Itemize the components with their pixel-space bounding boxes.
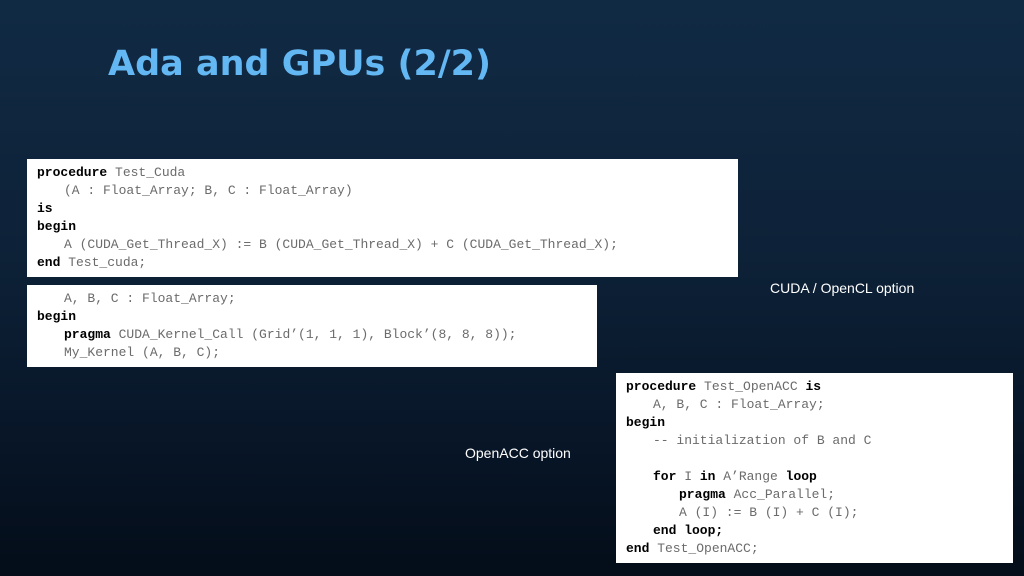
code-text: Test_cuda;: [60, 255, 147, 270]
code-text: Test_OpenACC: [696, 379, 806, 394]
code-keyword: for: [653, 469, 677, 484]
code-text: (A : Float_Array; B, C : Float_Array): [64, 183, 353, 198]
code-text: Test_Cuda: [107, 165, 186, 180]
code-keyword: is: [805, 379, 822, 394]
code-keyword: pragma: [679, 487, 726, 502]
code-keyword: begin: [37, 309, 77, 324]
code-keyword: begin: [37, 219, 77, 234]
code-line: procedure Test_OpenACC is: [626, 378, 1003, 396]
code-block-kernel-call: A, B, C : Float_Array; begin pragma CUDA…: [27, 285, 597, 367]
code-line: A (CUDA_Get_Thread_X) := B (CUDA_Get_Thr…: [37, 236, 728, 254]
code-text: A (CUDA_Get_Thread_X) := B (CUDA_Get_Thr…: [64, 237, 618, 252]
code-keyword: end: [37, 255, 61, 270]
code-block-openacc: procedure Test_OpenACC is A, B, C : Floa…: [616, 373, 1013, 563]
code-text: CUDA_Kernel_Call (Grid’(1, 1, 1), Block’…: [110, 327, 517, 342]
code-text: My_Kernel (A, B, C);: [64, 345, 221, 360]
code-line: A, B, C : Float_Array;: [626, 396, 1003, 414]
code-text: I: [676, 469, 700, 484]
code-text: A, B, C : Float_Array;: [653, 397, 825, 412]
code-text: A, B, C : Float_Array;: [64, 291, 236, 306]
code-keyword: loop: [785, 469, 817, 484]
code-line-blank: [626, 450, 1003, 468]
code-line: end loop;: [626, 522, 1003, 540]
code-line: for I in A’Range loop: [626, 468, 1003, 486]
code-line: end Test_cuda;: [37, 254, 728, 272]
code-line: begin: [37, 308, 587, 326]
code-text: A’Range: [715, 469, 786, 484]
caption-cuda-opencl-option: CUDA / OpenCL option: [770, 280, 915, 296]
code-line: begin: [37, 218, 728, 236]
code-block-cuda: procedure Test_Cuda (A : Float_Array; B,…: [27, 159, 738, 277]
code-text: A (I) := B (I) + C (I);: [679, 505, 859, 520]
code-keyword: procedure: [37, 165, 108, 180]
code-keyword: is: [37, 201, 53, 216]
code-keyword: pragma: [64, 327, 111, 342]
code-line: A (I) := B (I) + C (I);: [626, 504, 1003, 522]
code-keyword: begin: [626, 415, 666, 430]
code-line: procedure Test_Cuda: [37, 164, 728, 182]
slide-title: Ada and GPUs (2/2): [108, 44, 492, 84]
code-line: begin: [626, 414, 1003, 432]
code-line: My_Kernel (A, B, C);: [37, 344, 587, 362]
code-text: Test_OpenACC;: [649, 541, 759, 556]
caption-openacc-option: OpenACC option: [465, 445, 571, 461]
code-text: Acc_Parallel;: [725, 487, 836, 502]
code-line: (A : Float_Array; B, C : Float_Array): [37, 182, 728, 200]
code-line: end Test_OpenACC;: [626, 540, 1003, 558]
code-line: pragma CUDA_Kernel_Call (Grid’(1, 1, 1),…: [37, 326, 587, 344]
code-line: is: [37, 200, 728, 218]
code-comment: -- initialization of B and C: [653, 433, 872, 448]
code-keyword: in: [699, 469, 716, 484]
code-keyword: procedure: [626, 379, 697, 394]
code-keyword: end loop;: [653, 523, 724, 538]
code-line: -- initialization of B and C: [626, 432, 1003, 450]
code-line: A, B, C : Float_Array;: [37, 290, 587, 308]
code-line: pragma Acc_Parallel;: [626, 486, 1003, 504]
code-keyword: end: [626, 541, 650, 556]
